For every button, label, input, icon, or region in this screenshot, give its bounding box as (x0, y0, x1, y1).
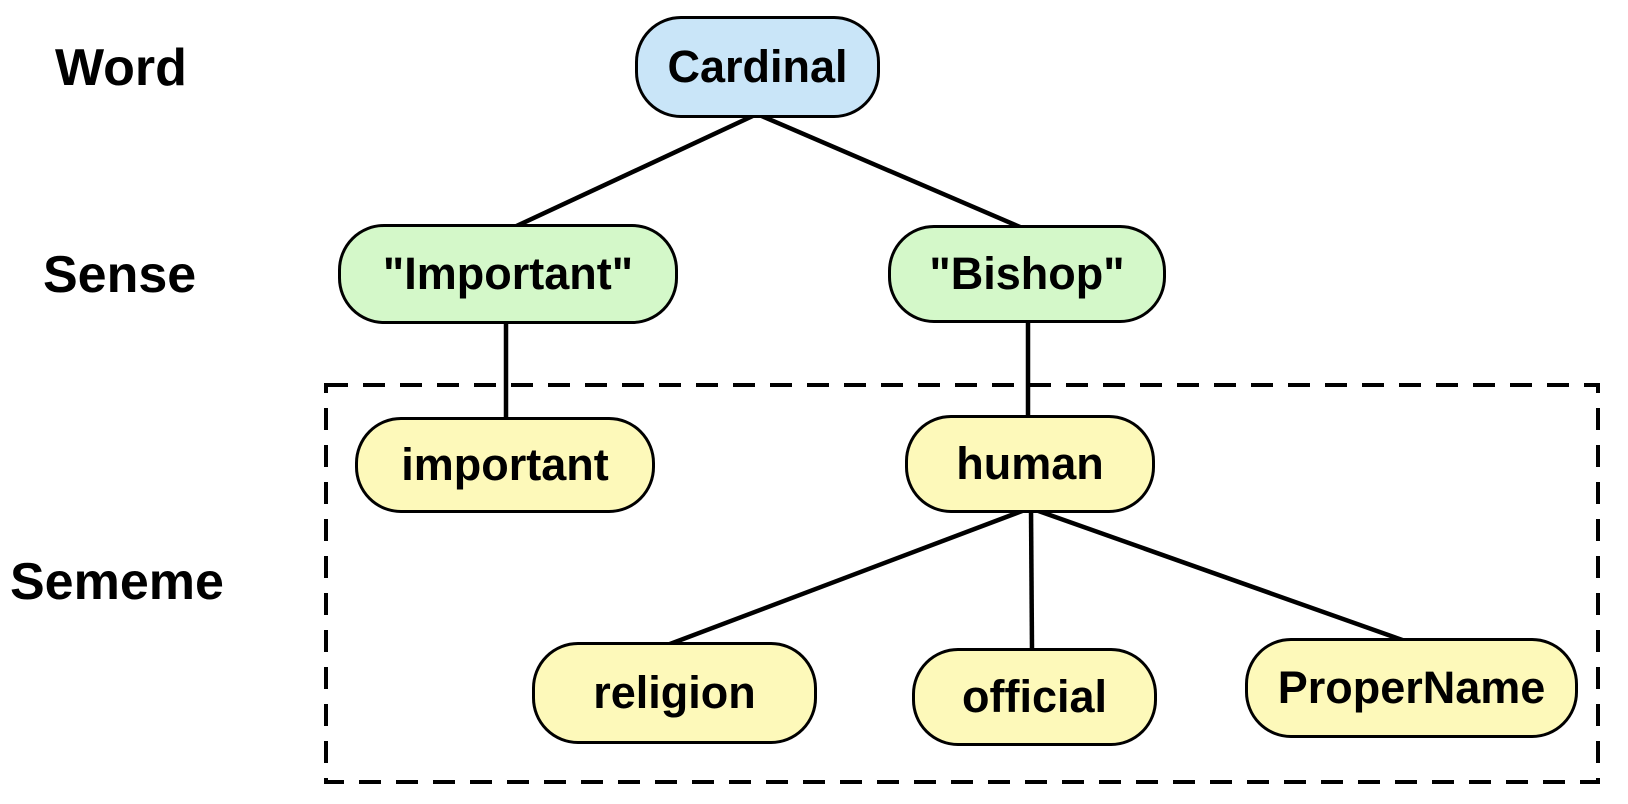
node-bishop-sense: "Bishop" (888, 225, 1166, 323)
node-important-sense: "Important" (338, 224, 678, 324)
edge-cardinal-important-sense (507, 111, 758, 233)
node-important-sememe: important (355, 417, 655, 513)
node-religion: religion (532, 642, 817, 744)
sememe-group-box (324, 383, 1600, 784)
node-cardinal: Cardinal (635, 16, 880, 118)
edge-cardinal-bishop-sense (756, 111, 1028, 233)
edge-human-proper-name (1029, 505, 1409, 645)
node-official: official (912, 648, 1157, 746)
row-label-word: Word (55, 39, 187, 97)
row-label-sememe: Sememe (10, 553, 224, 611)
row-label-sense: Sense (43, 246, 197, 304)
node-proper-name: ProperName (1245, 638, 1578, 738)
edge-human-religion (661, 505, 1031, 650)
node-human: human (905, 415, 1155, 513)
edge-human-official (1028, 507, 1035, 651)
